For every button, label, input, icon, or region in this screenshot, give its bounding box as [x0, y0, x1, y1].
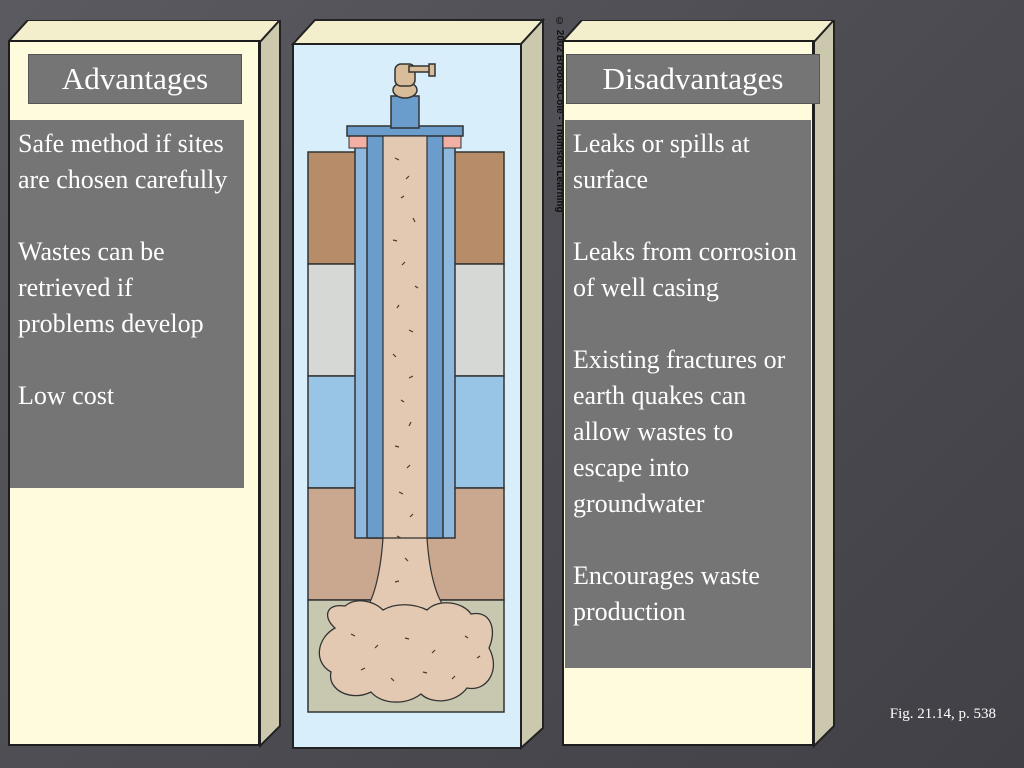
advantages-list: Safe method if sites are chosen carefull…: [10, 120, 244, 488]
figure-caption: Fig. 21.14, p. 538: [889, 706, 996, 722]
disadvantages-list: Leaks or spills at surface Leaks from co…: [565, 120, 811, 668]
waste-column: [382, 135, 428, 557]
waste-speckles: [350, 157, 481, 682]
advantages-box-side: [259, 20, 281, 748]
wellhead-stem: [390, 95, 420, 129]
disadvantage-item-fractures: Existing fractures or earth quakes can a…: [573, 345, 786, 518]
advantage-item-safe: Safe method if sites are chosen carefull…: [18, 129, 228, 194]
waste-plume: [318, 600, 495, 703]
advantage-item-retrievable: Wastes can be retrieved if problems deve…: [18, 237, 204, 338]
advantages-heading: Advantages: [28, 54, 242, 104]
advantage-item-cost: Low cost: [18, 381, 115, 410]
disadvantage-item-spills: Leaks or spills at surface: [573, 129, 750, 194]
advantages-box-top: [8, 20, 280, 40]
disadvantages-heading: Disadvantages: [566, 54, 820, 104]
disadvantages-box-top: [562, 20, 834, 40]
copyright-credit: © 2002 Brooks/Cole - Thomson Learning: [554, 16, 565, 213]
injection-well-illustration: [307, 63, 505, 713]
disadvantage-item-waste-production: Encourages waste production: [573, 561, 760, 626]
disadvantages-box-side: [813, 20, 835, 748]
disadvantage-item-corrosion: Leaks from corrosion of well casing: [573, 237, 797, 302]
valve-knob: [428, 63, 436, 77]
